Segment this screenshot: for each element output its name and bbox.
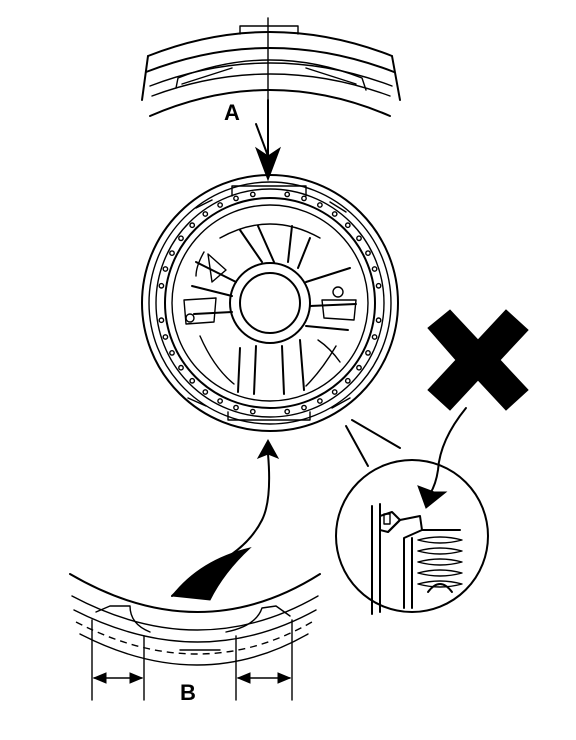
spring-coil [417, 580, 463, 588]
spring-dot [249, 191, 256, 198]
spring-dot [233, 195, 239, 202]
spring-dot [169, 349, 175, 356]
detail-b-label: B [180, 680, 196, 705]
spring-dot [356, 235, 362, 242]
spring-dot [202, 211, 209, 217]
spring-dot [371, 334, 378, 340]
spring-dot [365, 349, 371, 356]
spring-dot [301, 195, 307, 202]
arrow-b-pointer [171, 438, 280, 601]
spring-dot [331, 389, 338, 395]
spring-dot [158, 282, 165, 289]
spring-dot [284, 191, 291, 198]
detail-a-label: A [224, 100, 240, 125]
spring-dot [344, 377, 351, 384]
spring-dot [249, 408, 256, 415]
spring-dot [217, 398, 224, 404]
spring-dots-ring [158, 191, 382, 415]
spring-dot [178, 235, 184, 242]
spring-dot [162, 334, 169, 340]
spring-dot [331, 211, 338, 217]
detail-a-arc-section [141, 17, 401, 117]
spring-coil [417, 569, 463, 577]
spring-dot [169, 250, 175, 257]
spring-dot [371, 266, 378, 272]
arrow-x-pointer [417, 407, 467, 509]
spring-dot [316, 202, 323, 208]
spring-dot [316, 398, 323, 404]
spring-coil [417, 536, 463, 544]
spring-dot [233, 404, 239, 411]
spring-dot [375, 317, 382, 324]
coil-spring [417, 536, 463, 588]
spring-dot [158, 317, 165, 324]
spring-dot [217, 202, 224, 208]
spring-dot [356, 364, 362, 371]
spring-coil [417, 558, 463, 566]
spring-coil [417, 547, 463, 555]
spring-dot [189, 377, 196, 384]
spring-dot [301, 404, 307, 411]
clutch-wheel-assembly [141, 174, 399, 432]
spring-dot [178, 364, 184, 371]
spring-dot [162, 266, 169, 272]
detail-b-arc-section [69, 573, 321, 701]
spring-dot [375, 282, 382, 289]
spring-dot [344, 222, 351, 229]
spring-dot [365, 250, 371, 257]
spring-dot [284, 408, 291, 415]
spring-dot [202, 389, 209, 395]
incorrect-x-icon [427, 309, 529, 411]
arrow-a-pointer [254, 99, 282, 182]
spring-dot [189, 222, 196, 229]
zoom-detail-circle [335, 419, 489, 615]
